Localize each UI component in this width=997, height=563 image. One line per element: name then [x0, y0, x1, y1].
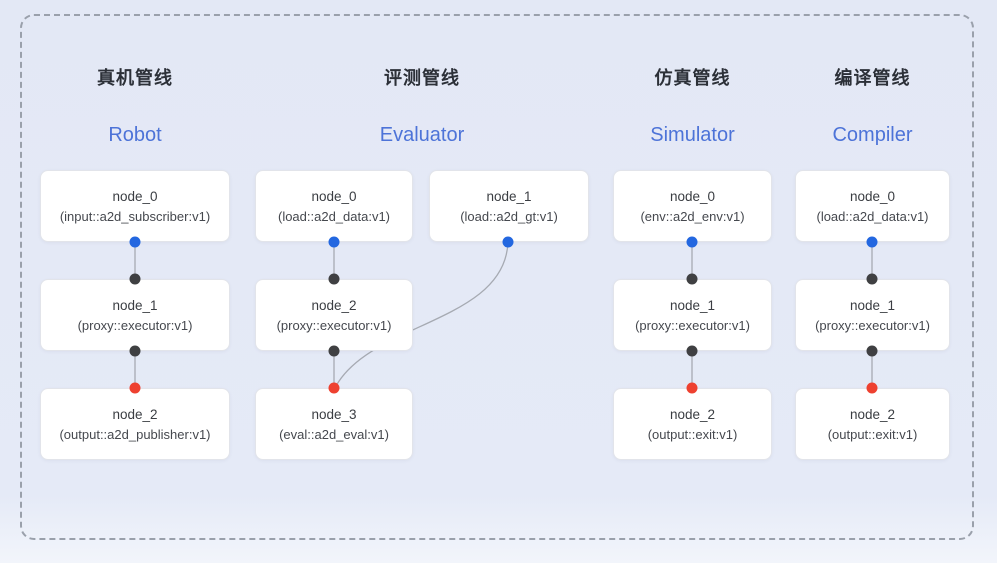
node-card-simulator-2: node_2 (output::exit:v1)	[613, 388, 772, 460]
node-name: node_2	[669, 406, 716, 422]
node-card-evaluator-0: node_0 (load::a2d_data:v1)	[255, 170, 413, 242]
node-card-simulator-0: node_0 (env::a2d_env:v1)	[613, 170, 772, 242]
node-card-simulator-1: node_1 (proxy::executor:v1)	[613, 279, 772, 351]
port-red-simulator-n2-in	[686, 382, 698, 394]
node-name: node_1	[669, 297, 716, 313]
node-card-evaluator-1: node_1 (load::a2d_gt:v1)	[429, 170, 589, 242]
pipeline-title-en-compiler: Compiler	[832, 124, 913, 146]
port-dark-compiler-n1-in	[866, 273, 878, 285]
node-name: node_1	[849, 297, 896, 313]
node-card-evaluator-3: node_3 (eval::a2d_eval:v1)	[255, 388, 413, 460]
node-type: (env::a2d_env:v1)	[640, 208, 745, 224]
port-red-evaluator-n3-in	[328, 382, 340, 394]
pipeline-title-zh-robot: 真机管线	[97, 68, 173, 88]
node-type: (eval::a2d_eval:v1)	[279, 426, 389, 442]
node-type: (proxy::executor:v1)	[276, 317, 392, 333]
node-type: (proxy::executor:v1)	[635, 317, 750, 333]
pipeline-title-zh-simulator: 仿真管线	[654, 68, 731, 88]
node-name: node_1	[112, 297, 158, 313]
node-type: (proxy::executor:v1)	[815, 317, 930, 333]
port-red-compiler-n2-in	[866, 382, 878, 394]
port-dark-robot-n1-out	[129, 345, 141, 357]
port-dark-compiler-n1-out	[866, 345, 878, 357]
node-name: node_2	[112, 406, 158, 422]
node-type: (load::a2d_gt:v1)	[460, 208, 558, 224]
node-type: (load::a2d_data:v1)	[816, 208, 929, 224]
pipeline-title-en-evaluator: Evaluator	[379, 124, 465, 146]
node-name: node_0	[849, 188, 896, 204]
node-type: (load::a2d_data:v1)	[277, 208, 391, 224]
port-dark-evaluator-n2-in	[328, 273, 340, 285]
pipeline-title-en-simulator: Simulator	[650, 124, 735, 146]
port-red-robot-n2-in	[129, 382, 141, 394]
node-name: node_0	[669, 188, 716, 204]
node-name: node_3	[311, 406, 357, 422]
port-dark-simulator-n1-in	[686, 273, 698, 285]
node-type: (output::exit:v1)	[827, 426, 918, 442]
pipeline-title-zh-compiler: 编译管线	[834, 68, 911, 88]
node-name: node_1	[486, 188, 532, 204]
node-name: node_2	[849, 406, 896, 422]
node-card-compiler-2: node_2 (output::exit:v1)	[795, 388, 950, 460]
port-blue-evaluator-n1-out	[502, 236, 514, 248]
dashed-frame	[20, 14, 974, 540]
port-blue-robot-n0-out	[129, 236, 141, 248]
node-name: node_0	[311, 188, 357, 204]
port-blue-compiler-n0-out	[866, 236, 878, 248]
node-card-compiler-0: node_0 (load::a2d_data:v1)	[795, 170, 950, 242]
port-dark-robot-n1-in	[129, 273, 141, 285]
node-type: (output::exit:v1)	[647, 426, 738, 442]
node-type: (output::a2d_publisher:v1)	[59, 426, 211, 442]
node-name: node_2	[311, 297, 357, 313]
pipeline-title-en-robot: Robot	[108, 124, 162, 146]
node-type: (proxy::executor:v1)	[77, 317, 193, 333]
edge-evaluator-n1-n3-curve	[335, 241, 509, 387]
node-type: (input::a2d_subscriber:v1)	[59, 208, 211, 224]
node-card-robot-2: node_2 (output::a2d_publisher:v1)	[40, 388, 230, 460]
port-blue-simulator-n0-out	[686, 236, 698, 248]
node-card-evaluator-2: node_2 (proxy::executor:v1)	[255, 279, 413, 351]
port-blue-evaluator-n0-out	[328, 236, 340, 248]
port-dark-simulator-n1-out	[686, 345, 698, 357]
port-dark-evaluator-n2-out	[328, 345, 340, 357]
pipeline-title-zh-evaluator: 评测管线	[384, 68, 460, 88]
node-name: node_0	[112, 188, 158, 204]
